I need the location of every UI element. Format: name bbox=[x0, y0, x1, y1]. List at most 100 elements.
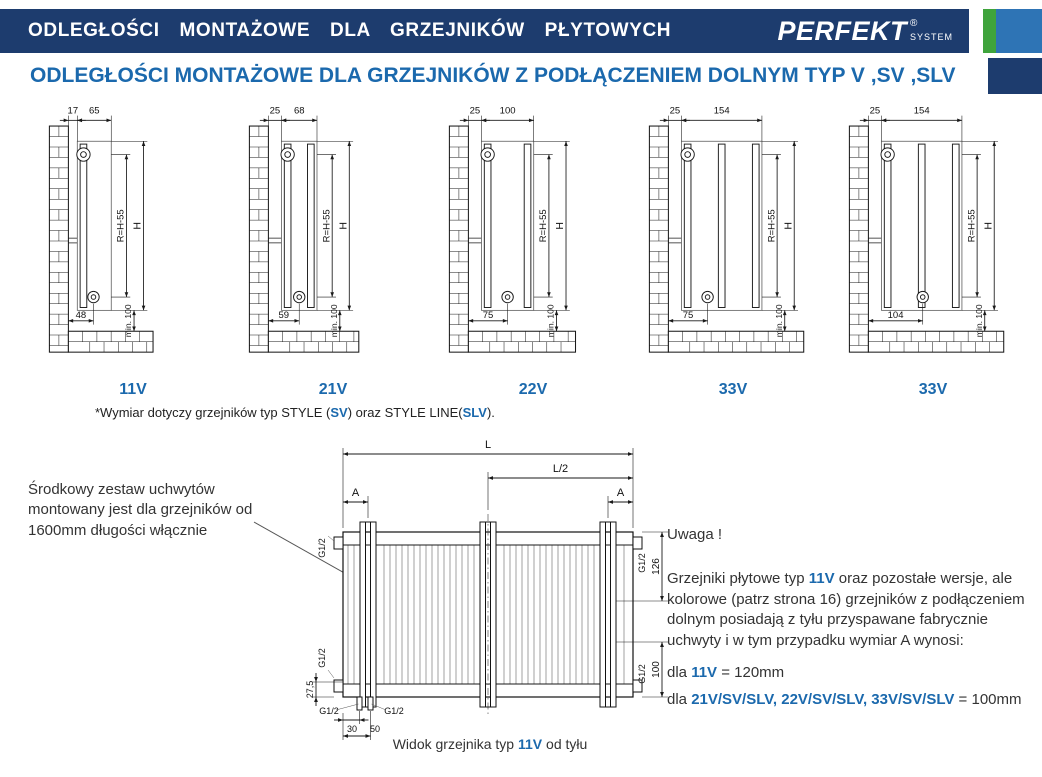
dim-label: G1/2 bbox=[317, 648, 327, 668]
diagram-type-label: 21V bbox=[318, 381, 348, 398]
dim-label: H bbox=[133, 222, 144, 230]
dim-label: G1/2 bbox=[637, 553, 647, 573]
dim-label: H bbox=[338, 222, 349, 230]
footnote-part: *Wymiar dotyczy grzejników typ STYLE ( bbox=[95, 405, 331, 420]
dim-label: H bbox=[555, 222, 566, 230]
top-header-bar: ODLEGŁOŚCI MONTAŻOWE DLA GRZEJNIKÓW PŁYT… bbox=[0, 9, 1042, 53]
dim-label: A bbox=[617, 487, 625, 499]
logo-brand-text: PERFEKT bbox=[777, 15, 907, 46]
bottom-section: Środkowy zestaw uchwytów montowany jest … bbox=[0, 422, 1042, 762]
caption-type: 11V bbox=[518, 736, 543, 752]
uwaga-block: Uwaga ! Grzejniki płytowe typ 11V oraz p… bbox=[667, 526, 1041, 718]
uwaga-part: = 100mm bbox=[954, 690, 1022, 708]
logo-subtext: SYSTEM bbox=[909, 31, 953, 42]
rear-view-caption: Widok grzejnika typ 11V od tyłu bbox=[320, 736, 660, 752]
footnote: *Wymiar dotyczy grzejników typ STYLE (SV… bbox=[95, 405, 1042, 420]
dim-label: 100 bbox=[651, 661, 662, 678]
uwaga-part: dla bbox=[667, 690, 692, 708]
header-navy-bar: ODLEGŁOŚCI MONTAŻOWE DLA GRZEJNIKÓW PŁYT… bbox=[0, 9, 969, 53]
section-header: ODLEGŁOŚCI MONTAŻOWE DLA GRZEJNIKÓW Z PO… bbox=[0, 53, 1042, 99]
dim-label: min. 100 bbox=[546, 304, 556, 337]
dim-label: R=H-55 bbox=[116, 209, 127, 242]
dimension-note-11v: dla 11V = 120mm bbox=[667, 664, 1041, 681]
bracket-note: Środkowy zestaw uchwytów montowany jest … bbox=[28, 481, 253, 539]
dim-label: 25 bbox=[670, 106, 681, 117]
footnote-part: ). bbox=[486, 405, 495, 420]
dim-label: L bbox=[485, 439, 491, 451]
diagram-type-label: 33V bbox=[718, 381, 748, 398]
dim-label: G1/2 bbox=[384, 706, 404, 716]
uwaga-type-11v: 11V bbox=[808, 570, 835, 587]
dim-label: 48 bbox=[76, 310, 87, 321]
uwaga-paragraph: Grzejniki płytowe typ 11V oraz pozostałe… bbox=[667, 569, 1041, 652]
dim-label: 27,5 bbox=[305, 681, 315, 699]
dim-label: L/2 bbox=[553, 463, 568, 475]
perfekt-logo: PERFEKT ® SYSTEM bbox=[777, 15, 953, 46]
dim-label: min. 100 bbox=[123, 304, 133, 337]
dim-label: R=H-55 bbox=[766, 209, 777, 242]
registered-mark-icon: ® bbox=[909, 17, 918, 29]
uwaga-11v-value: 11V bbox=[691, 663, 718, 681]
uwaga-part: dla bbox=[667, 663, 692, 681]
diagram-type-label: 11V bbox=[119, 381, 147, 398]
header-blue-accent bbox=[996, 9, 1042, 53]
header-navy-block bbox=[988, 58, 1042, 94]
uwaga-part: oraz pozostałe wersje, ale kolorowe (pat… bbox=[667, 570, 1025, 650]
uwaga-part: = 120mm bbox=[717, 663, 785, 681]
dim-label: 104 bbox=[888, 310, 904, 321]
dim-label: 154 bbox=[714, 106, 730, 117]
dim-label: R=H-55 bbox=[321, 209, 332, 242]
page-title: ODLEGŁOŚCI MONTAŻOWE DLA GRZEJNIKÓW PŁYT… bbox=[28, 20, 672, 41]
footnote-slv: SLV bbox=[462, 405, 487, 420]
footnote-part: ) oraz STYLE LINE( bbox=[347, 405, 463, 420]
dim-label: H bbox=[983, 222, 994, 230]
diagram-type-label: 22V bbox=[518, 381, 548, 398]
dim-label: A bbox=[352, 487, 360, 499]
dim-label: 68 bbox=[294, 106, 305, 117]
diagram-type-label: 33V bbox=[918, 381, 948, 398]
dim-label: 17 bbox=[68, 106, 79, 117]
dim-label: 75 bbox=[683, 310, 694, 321]
page: ODLEGŁOŚCI MONTAŻOWE DLA GRZEJNIKÓW PŁYT… bbox=[0, 9, 1042, 777]
dim-label: 154 bbox=[914, 106, 930, 117]
footnote-sv: SV bbox=[330, 405, 348, 420]
dim-label: G1/2 bbox=[637, 664, 647, 684]
caption-part: Widok grzejnika typ bbox=[392, 736, 518, 752]
caption-part: od tyłu bbox=[542, 736, 588, 752]
dim-label: 25 bbox=[270, 106, 281, 117]
dim-label: 126 bbox=[651, 558, 662, 575]
dim-label: 50 bbox=[370, 724, 380, 734]
dim-label: 25 bbox=[470, 106, 481, 117]
dim-label: H bbox=[783, 222, 794, 230]
dim-label: 100 bbox=[500, 106, 516, 117]
header-white-gap bbox=[969, 9, 983, 53]
logo-side: ® SYSTEM bbox=[909, 17, 953, 42]
dim-label: min. 100 bbox=[329, 304, 339, 337]
dim-label: 25 bbox=[870, 106, 881, 117]
dim-label: min. 100 bbox=[974, 304, 984, 337]
dim-label: 75 bbox=[483, 310, 494, 321]
header-green-accent bbox=[983, 9, 996, 53]
dim-label: 65 bbox=[89, 106, 100, 117]
dim-label: G1/2 bbox=[317, 538, 327, 558]
dim-label: min. 100 bbox=[774, 304, 784, 337]
uwaga-title: Uwaga ! bbox=[667, 526, 723, 543]
uwaga-part: Grzejniki płytowe typ bbox=[667, 570, 809, 587]
uwaga-other-value: 21V/SV/SLV, 22V/SV/SLV, 33V/SV/SLV bbox=[691, 690, 955, 708]
